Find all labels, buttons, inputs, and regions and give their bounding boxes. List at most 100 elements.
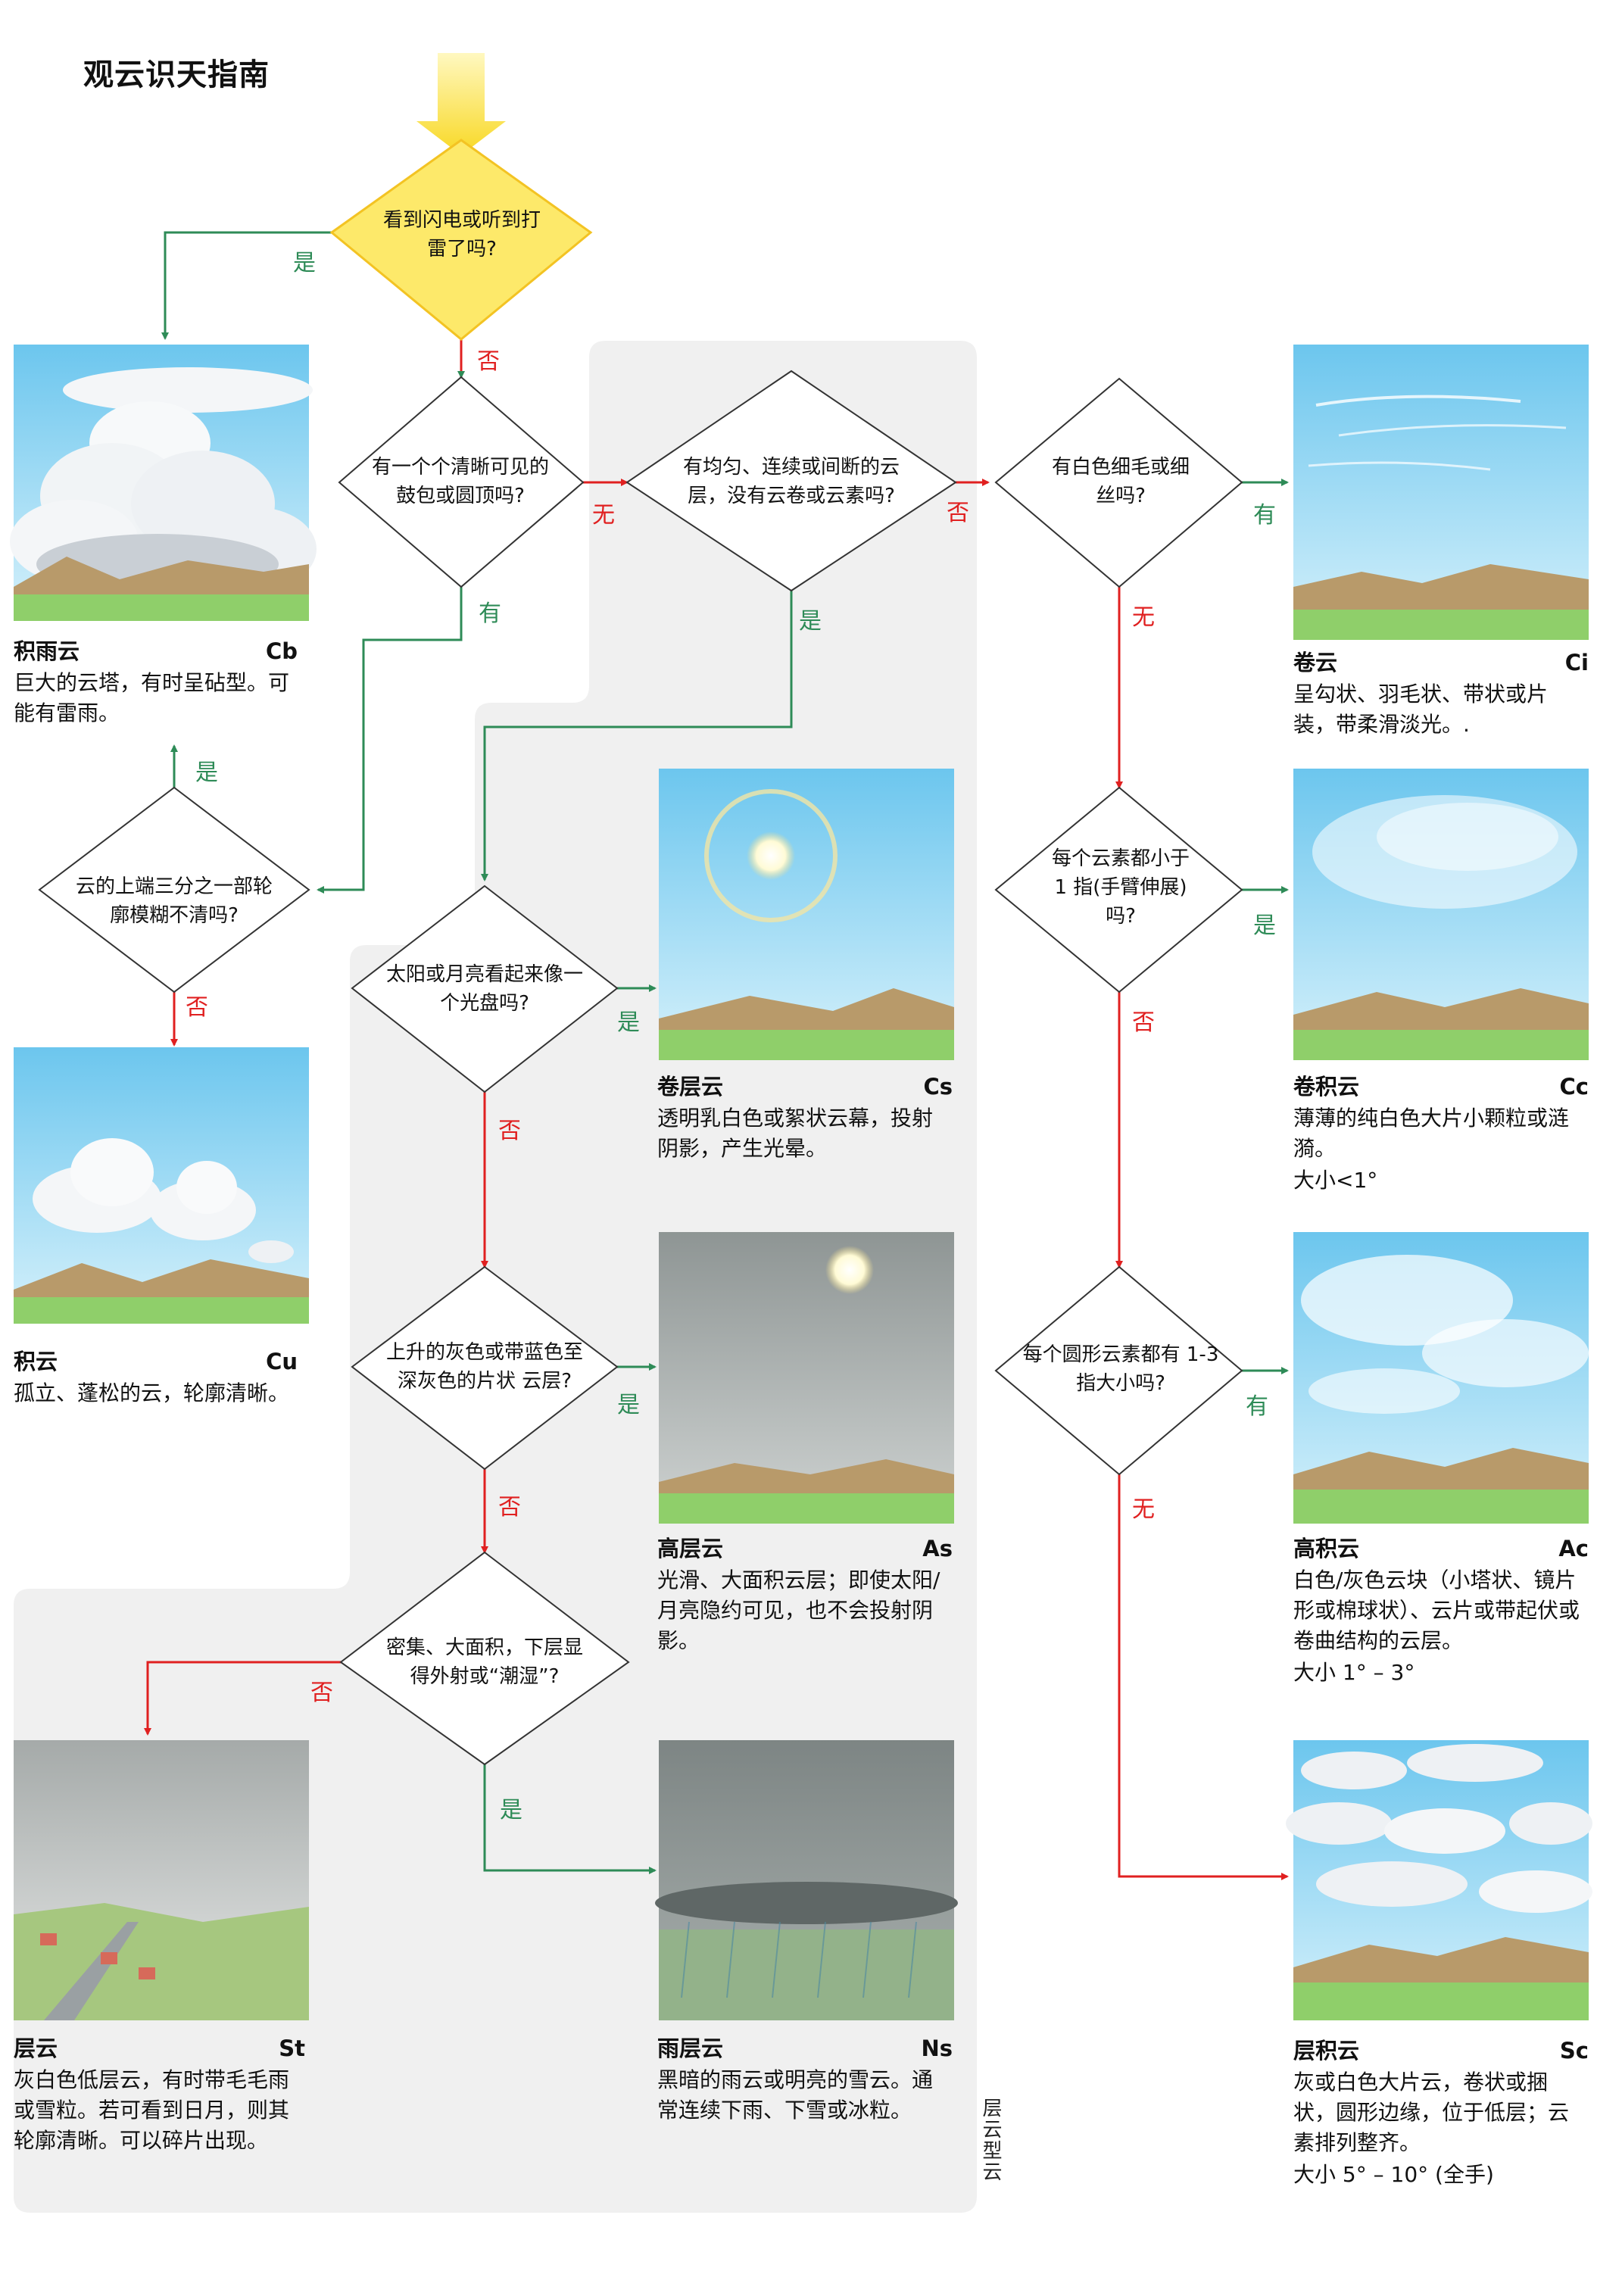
- decision-q1: [329, 139, 593, 341]
- cloud-description: 透明乳白色或絮状云幕，投射阴影，产生光晕。: [657, 1106, 934, 1161]
- label-q3-yes: 是: [799, 608, 822, 635]
- arrow-q1-yes: [161, 231, 332, 340]
- cloud-description: 巨大的云塔，有时呈砧型。可能有雷雨。: [14, 670, 290, 725]
- cloud-code: As: [922, 1536, 953, 1561]
- ns-illustration: [655, 1740, 958, 2020]
- cloud-name: 层云: [14, 2036, 58, 2061]
- start-arrow: [416, 53, 506, 155]
- question-white-filaments: 有白色细毛或细丝吗?: [1051, 456, 1190, 507]
- cloud-description: 黑暗的雨云或明亮的雪云。通常连续下雨、下雪或冰粒。: [657, 2067, 934, 2123]
- cloud-name: 卷积云: [1293, 1074, 1360, 1100]
- page-title: 观云识天指南: [83, 58, 270, 92]
- decision-q6: [351, 884, 619, 1093]
- cloud-code: Sc: [1559, 2038, 1589, 2064]
- cloud-name: 卷云: [1293, 650, 1338, 675]
- question-dense-wet: 密集、大面积，下层显得外射或“潮湿”?: [385, 1636, 583, 1688]
- decision-q4: [994, 377, 1243, 588]
- label-q10-yes: 是: [500, 1797, 522, 1823]
- label-q10-no: 否: [310, 1680, 333, 1706]
- cloud-name: 积雨云: [14, 638, 80, 664]
- label-q4-yes: 有: [1253, 502, 1276, 529]
- question-grey-sheet: 上升的灰色或带蓝色至深灰色的片状 云层?: [385, 1341, 583, 1393]
- arrow-q10-no: [144, 1661, 356, 1736]
- cloud-description: 孤立、蓬松的云，轮廓清晰。: [14, 1380, 290, 1405]
- label-q5-yes: 是: [195, 760, 218, 786]
- decision-q8: [351, 1265, 619, 1471]
- cu-illustration: [14, 1047, 309, 1324]
- cloud-code: Cb: [265, 638, 298, 664]
- arrow-q2-yes: [317, 583, 463, 894]
- label-q3-no: 否: [947, 500, 969, 526]
- decision-q5: [38, 786, 310, 994]
- label-q6-no: 否: [498, 1118, 521, 1144]
- question-uniform-layer: 有均匀、连续或间断的云层，没有云卷或云素吗?: [682, 456, 900, 507]
- label-q6-yes: 是: [617, 1009, 640, 1036]
- arrow-q9-no: [1118, 1474, 1289, 1880]
- label-q1-yes: 是: [293, 250, 316, 276]
- cloud-name: 积云: [14, 1349, 58, 1374]
- question-lightning: 看到闪电或听到打雷了吗?: [382, 209, 541, 260]
- cloud-description: 灰白色低层云，有时带毛毛雨或雪粒。若可看到日月，则其轮廓清晰。可以碎片出现。: [14, 2067, 290, 2153]
- label-q2-yes: 有: [479, 601, 501, 627]
- label-q2-no: 无: [592, 502, 615, 529]
- question-sun-disc: 太阳或月亮看起来像一个光盘吗?: [385, 963, 583, 1015]
- arrow-q10-yes: [483, 1764, 657, 1874]
- decision-q10: [339, 1551, 630, 1766]
- decision-q9: [994, 1265, 1243, 1476]
- ac-illustration: [1293, 1232, 1589, 1524]
- cloud-name: 雨层云: [657, 2036, 724, 2061]
- cloud-name: 高积云: [1293, 1536, 1360, 1561]
- cb-illustration: [10, 345, 317, 621]
- cloud-name: 卷层云: [657, 1074, 724, 1100]
- label-q9-no: 无: [1132, 1496, 1155, 1523]
- caption-altostratus: 高层云 As 光滑、大面积云层；即使太阳/月亮隐约可见，也不会投射阴影。: [657, 1533, 953, 1656]
- label-q8-yes: 是: [617, 1392, 640, 1418]
- question-fuzzy-top: 云的上端三分之一部轮廓模糊不清吗?: [75, 875, 273, 927]
- cs-illustration: [659, 769, 954, 1060]
- caption-cirrus: 卷云 Ci 呈勾状、羽毛状、带状或片装，带柔滑淡光。.: [1293, 647, 1589, 740]
- label-q9-yes: 有: [1246, 1393, 1268, 1420]
- caption-cumulonimbus: 积雨云 Cb 巨大的云塔，有时呈砧型。可能有雷雨。: [14, 636, 298, 728]
- label-q8-no: 否: [498, 1494, 521, 1521]
- st-illustration: [14, 1740, 309, 2020]
- cloud-code: Cc: [1559, 1074, 1589, 1100]
- cloud-description: 呈勾状、羽毛状、带状或片装，带柔滑淡光。.: [1293, 682, 1549, 737]
- label-q5-no: 否: [186, 994, 208, 1021]
- cloud-code: St: [279, 2036, 305, 2061]
- caption-cirrocumulus: 卷积云 Cc 薄薄的纯白色大片小颗粒或涟漪。 大小<1°: [1293, 1072, 1589, 1196]
- question-round-elements: 每个圆形云素都有 1-3 指大小吗?: [1022, 1343, 1219, 1395]
- cloud-name: 高层云: [657, 1536, 724, 1561]
- cloud-name: 层积云: [1293, 2038, 1360, 2064]
- label-q1-no: 否: [477, 348, 500, 375]
- cloud-description: 薄薄的纯白色大片小颗粒或涟漪。: [1293, 1106, 1570, 1161]
- as-illustration: [659, 1232, 954, 1524]
- cloud-size: 大小 5° – 10° (全手): [1293, 2162, 1494, 2187]
- cloud-code: Ci: [1564, 650, 1589, 675]
- stratiform-region-label: 层云型云: [979, 2098, 1002, 2182]
- label-q7-yes: 是: [1253, 912, 1276, 939]
- cloud-description: 白色/灰色云块（小塔状、镜片形或棉球状）、云片或带起伏或卷曲结构的云层。: [1293, 1568, 1580, 1653]
- ci-illustration: [1293, 345, 1589, 640]
- caption-cumulus: 积云 Cu 孤立、蓬松的云，轮廓清晰。: [14, 1346, 298, 1408]
- label-q7-no: 否: [1132, 1009, 1155, 1036]
- question-small-elements: 每个云素都小于 1 指(手臂伸展)吗?: [1051, 847, 1190, 928]
- question-domes: 有一个个清晰可见的鼓包或圆顶吗?: [371, 456, 549, 507]
- cloud-code: Ac: [1558, 1536, 1589, 1561]
- cloud-size: 大小 1° – 3°: [1293, 1660, 1415, 1685]
- decision-q2: [338, 376, 585, 588]
- label-q4-no: 无: [1132, 604, 1155, 631]
- caption-altocumulus: 高积云 Ac 白色/灰色云块（小塔状、镜片形或棉球状）、云片或带起伏或卷曲结构的云…: [1293, 1533, 1589, 1688]
- cc-illustration: [1293, 769, 1589, 1060]
- cloud-size: 大小<1°: [1293, 1168, 1378, 1193]
- caption-stratus: 层云 St 灰白色低层云，有时带毛毛雨或雪粒。若可看到日月，则其轮廓清晰。可以碎片…: [14, 2033, 305, 2156]
- cloud-code: Cu: [266, 1349, 298, 1374]
- decision-q3: [625, 370, 957, 592]
- cloud-description: 光滑、大面积云层；即使太阳/月亮隐约可见，也不会投射阴影。: [657, 1568, 940, 1653]
- decision-q7: [994, 786, 1243, 994]
- sc-illustration: [1286, 1740, 1592, 2020]
- arrow-q3-yes: [481, 587, 793, 881]
